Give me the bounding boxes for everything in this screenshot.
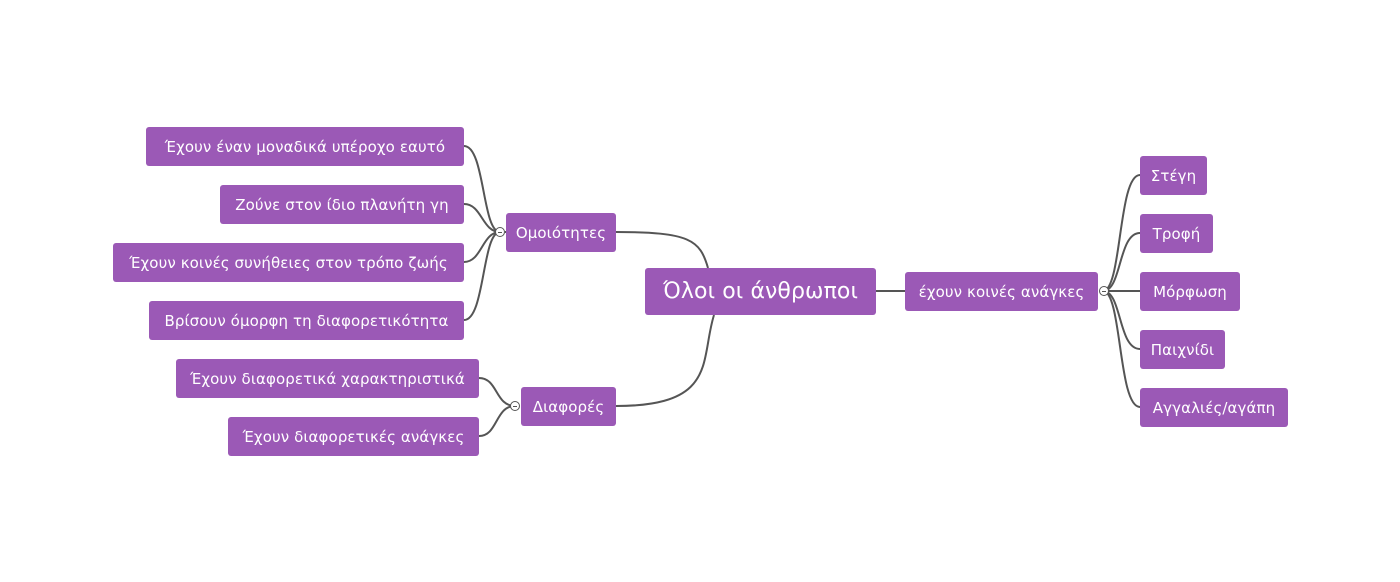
- branch-label-needs: έχουν κοινές ανάγκες: [918, 282, 1085, 301]
- leaf-node-need-2[interactable]: Τροφή: [1140, 214, 1213, 253]
- leaf-node-similarity-1[interactable]: Έχουν έναν μοναδικά υπέροχο εαυτό: [146, 127, 464, 166]
- leaf-label: Μόρφωση: [1153, 282, 1227, 301]
- edge-root-similarities: [615, 231, 709, 269]
- leaf-node-difference-1[interactable]: Έχουν διαφορετικά χαρακτηριστικά: [176, 359, 479, 398]
- edge-differences-child-1: [478, 377, 516, 407]
- leaf-node-similarity-3[interactable]: Έχουν κοινές συνήθειες στον τρόπο ζωής: [113, 243, 464, 282]
- branch-node-needs[interactable]: έχουν κοινές ανάγκες: [905, 272, 1098, 311]
- edge-similarities-child-4: [463, 231, 501, 321]
- branch-label-similarities: Ομοιότητες: [515, 223, 607, 242]
- leaf-node-need-1[interactable]: Στέγη: [1140, 156, 1207, 195]
- leaf-node-similarity-2[interactable]: Ζούνε στον ίδιο πλανήτη γη: [220, 185, 464, 224]
- leaf-label: Έχουν κοινές συνήθειες στον τρόπο ζωής: [129, 253, 448, 272]
- leaf-label: Τροφή: [1152, 224, 1201, 243]
- leaf-label: Παιχνίδι: [1150, 340, 1215, 359]
- leaf-node-need-5[interactable]: Αγγαλιές/αγάπη: [1140, 388, 1288, 427]
- edge-needs-child-1: [1102, 174, 1141, 292]
- root-node-label: Όλοι οι άνθρωποι: [662, 279, 859, 304]
- leaf-node-similarity-4[interactable]: Βρίσουν όμορφη τη διαφορετικότητα: [149, 301, 464, 340]
- branch-node-differences[interactable]: Διαφορές: [521, 387, 616, 426]
- edge-needs-child-2: [1102, 232, 1141, 292]
- root-node[interactable]: Όλοι οι άνθρωποι: [645, 268, 876, 315]
- edge-needs-child-5: [1102, 290, 1141, 408]
- leaf-node-need-3[interactable]: Μόρφωση: [1140, 272, 1240, 311]
- collapse-toggle-needs[interactable]: [1099, 286, 1109, 296]
- leaf-label: Έχουν έναν μοναδικά υπέροχο εαυτό: [164, 137, 446, 156]
- leaf-label: Στέγη: [1150, 166, 1197, 185]
- leaf-node-difference-2[interactable]: Έχουν διαφορετικές ανάγκες: [228, 417, 479, 456]
- leaf-node-need-4[interactable]: Παιχνίδι: [1140, 330, 1225, 369]
- leaf-label: Αγγαλιές/αγάπη: [1152, 398, 1276, 417]
- collapse-toggle-differences[interactable]: [510, 401, 520, 411]
- collapse-toggle-similarities[interactable]: [495, 227, 505, 237]
- branch-node-similarities[interactable]: Ομοιότητες: [506, 213, 616, 252]
- edge-root-differences: [615, 314, 715, 407]
- edge-differences-child-2: [478, 405, 516, 437]
- edge-similarities-child-1: [463, 145, 501, 233]
- leaf-label: Ζούνε στον ίδιο πλανήτη γη: [235, 195, 449, 214]
- leaf-label: Έχουν διαφορετικές ανάγκες: [242, 427, 465, 446]
- leaf-label: Βρίσουν όμορφη τη διαφορετικότητα: [164, 311, 449, 330]
- edge-needs-child-4: [1102, 290, 1141, 350]
- branch-label-differences: Διαφορές: [532, 397, 605, 416]
- leaf-label: Έχουν διαφορετικά χαρακτηριστικά: [190, 369, 465, 388]
